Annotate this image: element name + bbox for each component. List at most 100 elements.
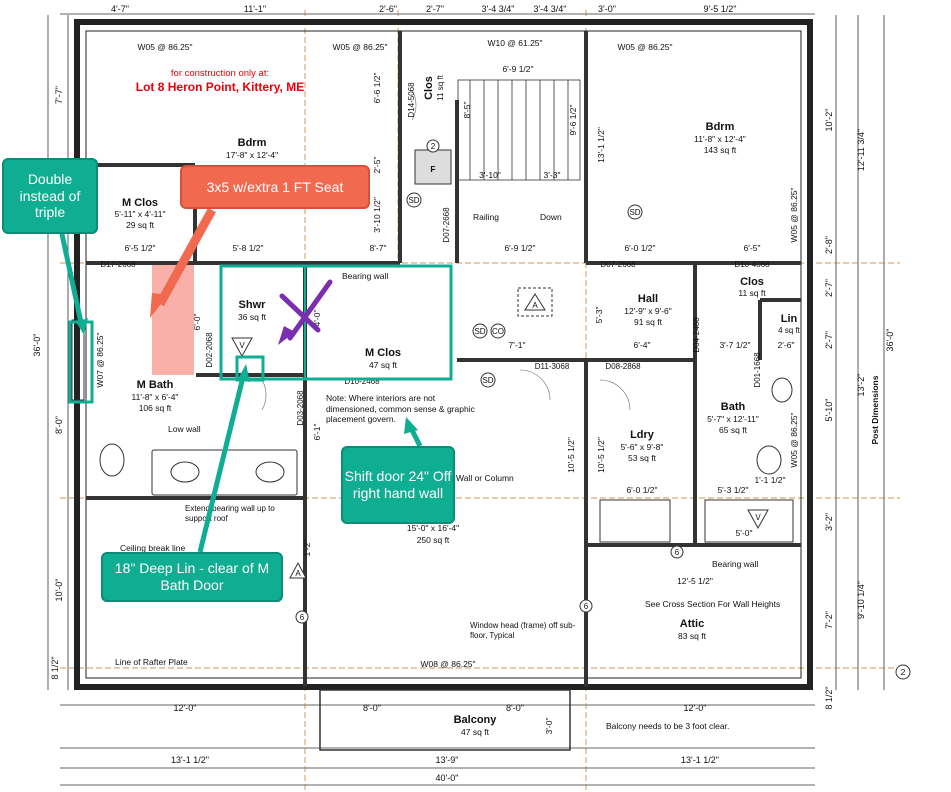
shower-seat-callout: 3x5 w/extra 1 FT Seat (180, 165, 370, 209)
construction-note: for construction only at: (171, 68, 269, 79)
interior-dim-18: 3'-7 1/2" (719, 340, 750, 350)
smoke-detector-label-3: SD (474, 327, 485, 336)
room-mbath-size: 11'-8" x 6'-4" (132, 392, 179, 402)
plan-symbols: SD SD SD CO SD A A 2 F 6 6 6 V V (231, 139, 769, 624)
fireplace-label: F (430, 164, 435, 174)
exterior-walls (74, 19, 813, 690)
window-label-8: W05 @ 86.25" (789, 412, 799, 467)
interior-dim-6: 6'-5" (744, 243, 761, 253)
interior-dim-29: 5'-3" (594, 307, 604, 324)
vent-label-2: V (755, 513, 761, 522)
cross-section-note: See Cross Section For Wall Heights (645, 599, 780, 609)
interior-dim-3: 8'-7" (370, 243, 387, 253)
down-label: Down (540, 212, 562, 222)
section-6-label-2: 6 (584, 602, 589, 611)
top-dimensions: 4'-7" 11'-1" 2'-6" 2'-7" 3'-4 3/4" 3'-4 … (111, 4, 736, 14)
low-wall-label: Low wall (168, 424, 201, 434)
door-label-5: D10-4068 (734, 260, 770, 269)
window-labels: W05 @ 86.25" W05 @ 86.25" W10 @ 61.25" W… (95, 38, 799, 669)
door-label-4: D07-2668 (600, 260, 636, 269)
section-triangle-icon (289, 561, 307, 579)
vent-triangle-icon (231, 337, 253, 358)
interior-dim-11: 9'-6 1/2" (568, 104, 578, 135)
interior-dim-8: 3'-10" (479, 170, 501, 180)
bottom-dim-5: 13'-1 1/2" (171, 755, 209, 765)
x-mark-stroke-1 (279, 293, 321, 333)
interior-dim-21: 5'-3 1/2" (717, 485, 748, 495)
section-a-label-2: A (295, 569, 301, 578)
deep-lin-callout: 18" Deep Lin - clear of M Bath Door (101, 552, 283, 602)
railing-label: Railing (473, 212, 499, 222)
left-dim-2: 36'-0" (32, 334, 42, 357)
post-dimensions-label: Post Dimensions (870, 375, 880, 444)
stairs (457, 79, 581, 181)
interior-dim-10: 8'-5" (462, 102, 472, 119)
deep-lin-text: 18" Deep Lin - clear of M Bath Door (114, 560, 270, 593)
bearing-wall-label-2: Bearing wall (712, 559, 758, 569)
bottom-dimensions: 12'-0" 8'-0" 8'-0" 12'-0" 13'-1 1/2" 13'… (171, 703, 719, 783)
co-detector-label: CO (492, 327, 504, 336)
interior-dim-19: 2'-6" (778, 340, 795, 350)
smoke-detector-label-2: SD (629, 208, 640, 217)
right-dim-6: 5'-10" (824, 399, 834, 422)
balcony-outline (319, 689, 571, 751)
right-dim-7: 13'-2" (856, 374, 866, 397)
top-dim-3: 2'-6" (379, 4, 397, 14)
section-a-label-1: A (532, 301, 538, 310)
top-dim-8: 9'-5 1/2" (704, 4, 737, 14)
room-clos-top-name: Clos (423, 76, 435, 100)
interior-walls (86, 31, 801, 687)
section-number: 2 (901, 667, 906, 677)
interior-dim-9: 3'-3" (544, 170, 561, 180)
co-detector-icon (490, 323, 506, 339)
rafter-plate-label: Line of Rafter Plate (115, 657, 188, 667)
top-dim-2: 11'-1" (244, 4, 266, 14)
interior-dim-4: 6'-9 1/2" (504, 243, 535, 253)
right-dimensions: 10'-2" 12'-11 3/4" 2'-8" 2'-7" 2'-7" 5'-… (824, 109, 895, 710)
room-hall-size: 12'-9" x 9'-6" (624, 306, 672, 316)
right-dim-8: 36'-0" (885, 329, 895, 352)
right-dim-11: 9'-10 1/4" (856, 581, 866, 619)
room-main-size: 15'-0" x 16'-4" (407, 523, 459, 533)
room-lin-name: Lin (781, 313, 798, 325)
right-dim-5: 2'-7" (824, 331, 834, 349)
mclos-highlight-box (219, 264, 453, 381)
left-dim-1: 7'-7" (54, 86, 64, 104)
shift-arrowhead-icon (404, 417, 418, 434)
interior-dim-28: 6'-0" (192, 314, 202, 331)
door-label-8: D11-3068 (535, 362, 570, 371)
smoke-detector-icon (627, 204, 643, 220)
section-marker-icon (579, 599, 593, 613)
attic-access-icon (517, 287, 553, 317)
balcony-note: Balcony needs to be 3 foot clear. (606, 721, 729, 731)
interior-dim-12: 13'-1 1/2" (596, 127, 606, 163)
seat-arrowhead-icon (150, 293, 168, 318)
window-label-4: W05 @ 86.25" (617, 42, 672, 52)
door-label-1: D14-5068 (407, 82, 416, 118)
door-label-12: D10-2468 (344, 377, 380, 386)
elevation-marker-icon (426, 139, 440, 153)
room-ldry-size: 5'-6" x 9'-8" (621, 442, 664, 452)
interior-dim-15: 3'-10 1/2" (372, 197, 382, 233)
shower-seat-text: 3x5 w/extra 1 FT Seat (206, 178, 344, 195)
right-dim-9: 3'-2" (824, 513, 834, 531)
lot-address: Lot 8 Heron Point, Kittery, ME (136, 80, 304, 94)
door-label-6: D02-2068 (205, 332, 214, 368)
seat-callout-arrow (156, 207, 216, 307)
room-shwr-area: 36 sq ft (238, 312, 267, 322)
smoke-detector-label-1: SD (408, 196, 419, 205)
wall-column-label: Wall or Column (456, 473, 514, 483)
vent-triangle-icon (747, 509, 769, 530)
room-bath-name: Bath (721, 401, 746, 413)
interior-dim-25: 10'-5 1/2" (566, 437, 576, 473)
purple-arrowhead-icon (278, 326, 295, 345)
room-mclos-name: M Clos (365, 347, 401, 359)
room-balcony-area: 47 sq ft (461, 727, 490, 737)
room-lin-area: 4 sq ft (778, 326, 801, 335)
interior-dim-23: 5'-0" (736, 528, 753, 538)
door-label-9: D08-2868 (605, 362, 641, 371)
window-head-note: Window head (frame) off sub-floor, Typic… (470, 621, 575, 640)
room-mclos-nw-size: 5'-11" x 4'-11" (114, 209, 165, 219)
left-dim-4: 10'-0" (54, 579, 64, 602)
